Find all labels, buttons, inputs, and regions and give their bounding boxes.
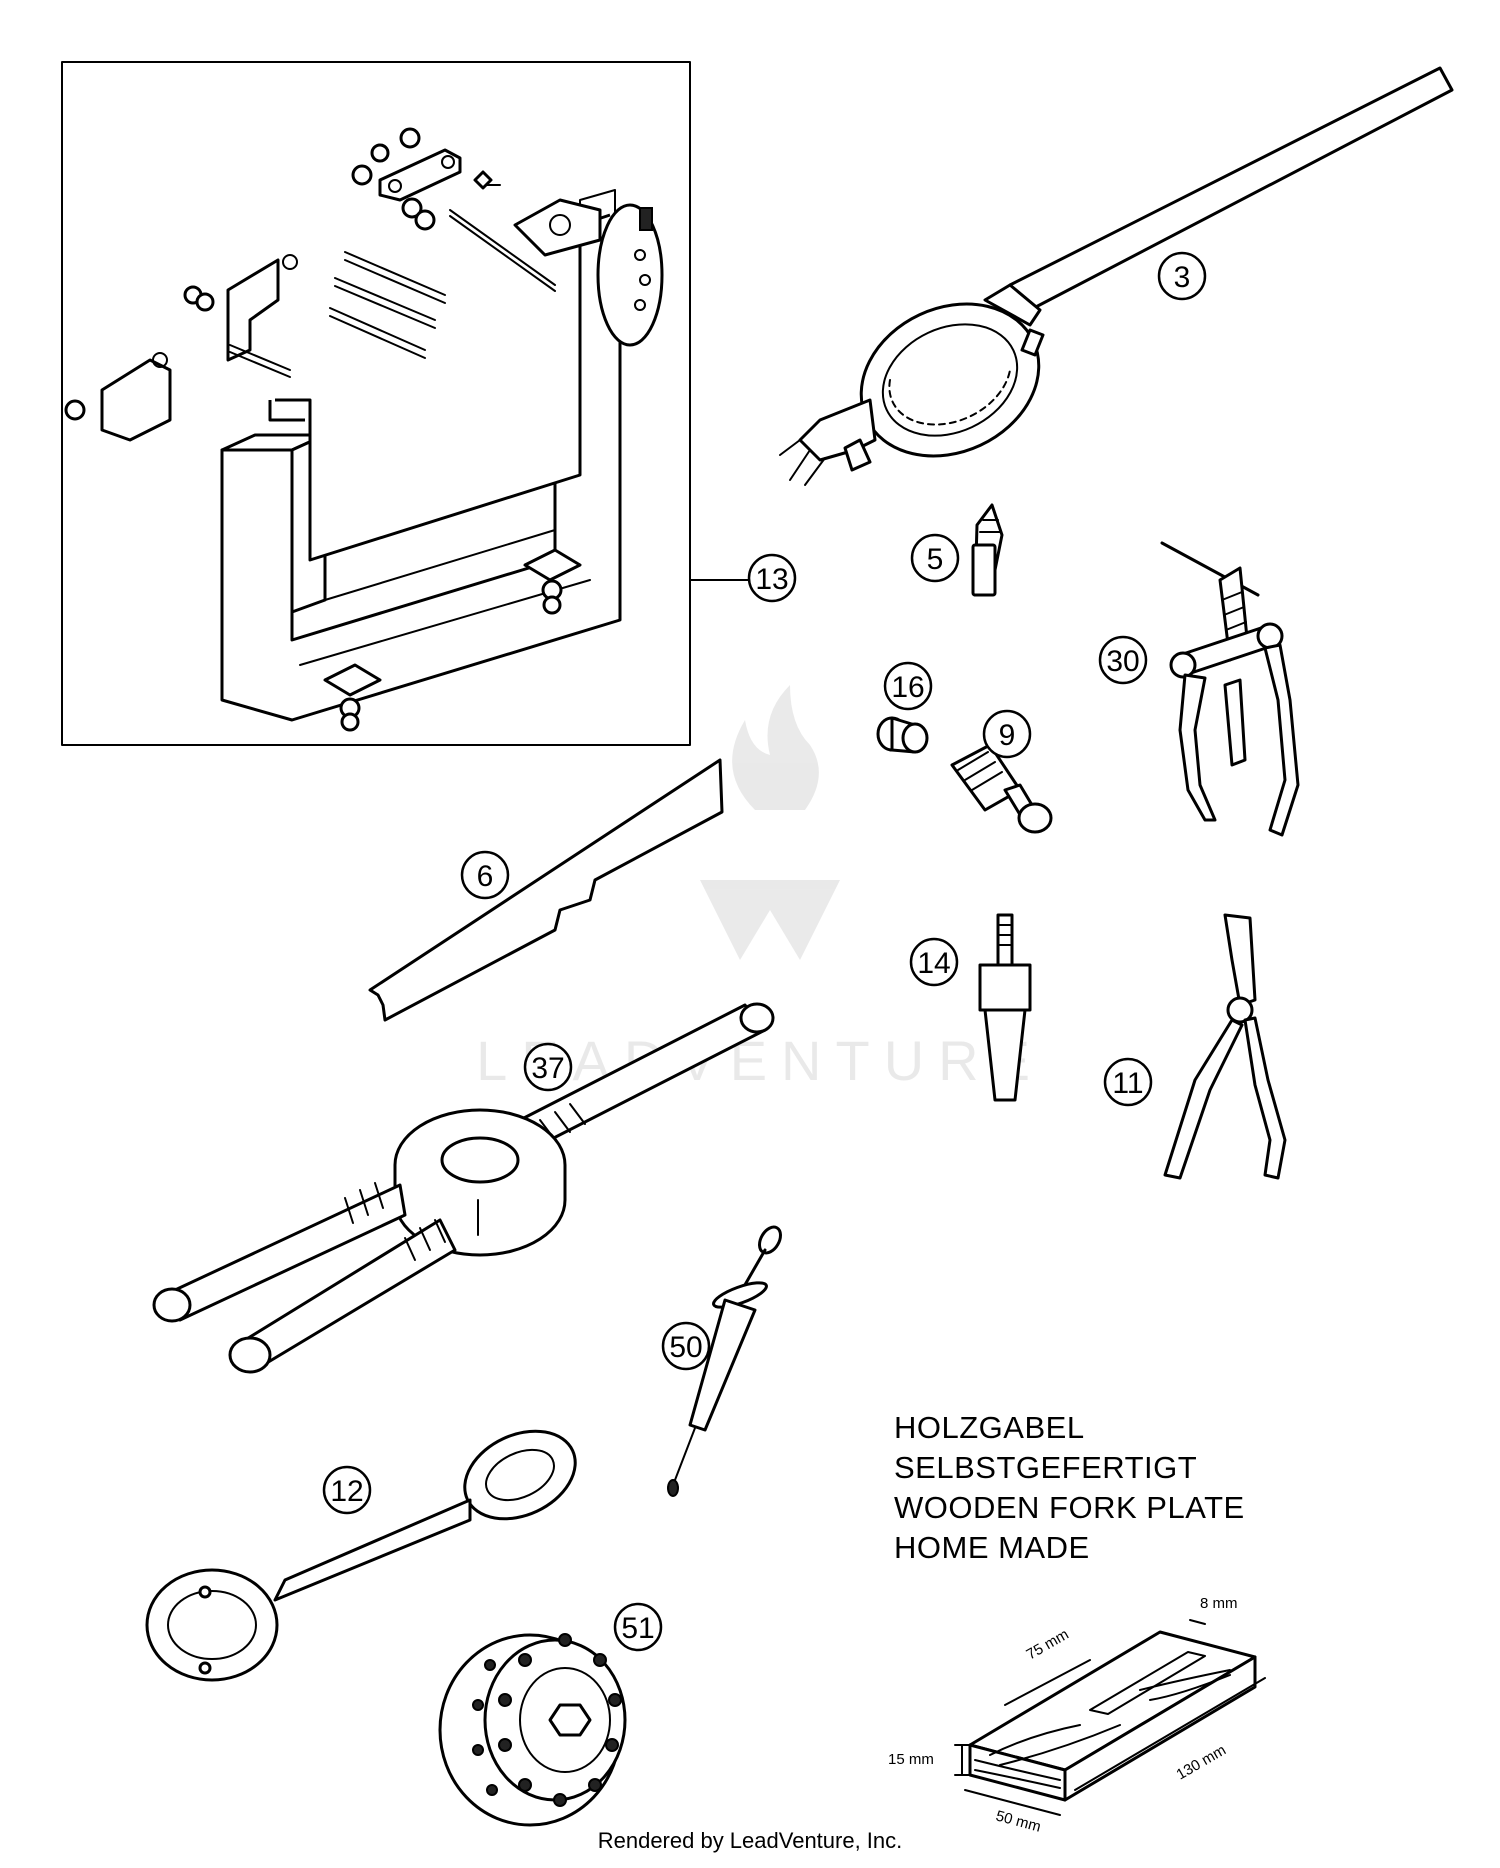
wooden-fork-plate-note: HOLZGABEL SELBSTGEFERTIGT WOODEN FORK PL… (894, 1408, 1314, 1568)
svg-text:6: 6 (477, 860, 494, 893)
callout-50: 50 (661, 1321, 711, 1371)
footer-credit: Rendered by LeadVenture, Inc. (597, 1828, 903, 1853)
dim-75mm: 75 mm (1024, 1626, 1072, 1664)
crankshaft-puller-icon (152, 1002, 775, 1374)
slide-hammer-icon (978, 913, 1032, 1102)
callout-13: 13 (747, 553, 797, 603)
callout-16: 16 (883, 661, 933, 711)
circlip-pliers-icon (1163, 913, 1287, 1180)
callout-3: 3 (1157, 251, 1207, 301)
callout-11: 11 (1103, 1057, 1153, 1107)
bearing-puller-icon (1160, 541, 1300, 837)
watermark-logo: LEADVENTURE (476, 685, 1030, 1092)
note-line-3: WOODEN FORK PLATE (894, 1490, 1245, 1525)
callout-6: 6 (460, 850, 510, 900)
bushing-icon (876, 716, 929, 754)
callout-9: 9 (982, 709, 1032, 759)
callout-12: 12 (322, 1465, 372, 1515)
svg-text:51: 51 (621, 1612, 654, 1645)
dim-8mm: 8 mm (1200, 1595, 1238, 1612)
note-line-4: HOME MADE (894, 1530, 1090, 1565)
svg-text:50: 50 (669, 1331, 702, 1364)
svg-text:12: 12 (330, 1475, 363, 1508)
svg-text:16: 16 (891, 671, 924, 704)
pulley-icon (438, 1633, 627, 1827)
engine-stand-icon (61, 61, 749, 746)
holding-wrench-icon (779, 66, 1454, 486)
wooden-fork-plate-icon (954, 1619, 1266, 1816)
callout-51: 51 (613, 1602, 663, 1652)
pin-wrench-icon (145, 1429, 577, 1682)
callout-37: 37 (523, 1042, 573, 1092)
note-line-1: HOLZGABEL (894, 1410, 1085, 1445)
note-line-2: SELBSTGEFERTIGT (894, 1450, 1198, 1485)
svg-text:37: 37 (531, 1052, 564, 1085)
grease-syringe-icon (667, 1225, 782, 1497)
sealant-tube-icon (971, 503, 1004, 597)
dim-15mm: 15 mm (888, 1751, 934, 1768)
svg-text:11: 11 (1112, 1067, 1143, 1100)
threaded-adapter-icon (950, 743, 1053, 834)
dim-130mm: 130 mm (1174, 1742, 1229, 1784)
svg-text:9: 9 (999, 719, 1016, 752)
svg-text:30: 30 (1106, 645, 1139, 678)
threaded-rod-icon (229, 209, 556, 378)
svg-text:5: 5 (927, 543, 944, 576)
svg-text:3: 3 (1174, 261, 1191, 294)
callout-5: 5 (910, 533, 960, 583)
svg-text:13: 13 (755, 563, 788, 596)
svg-text:14: 14 (917, 947, 950, 980)
gauge-bar-icon (368, 758, 724, 1022)
callout-14: 14 (909, 937, 959, 987)
callout-30: 30 (1098, 635, 1148, 685)
